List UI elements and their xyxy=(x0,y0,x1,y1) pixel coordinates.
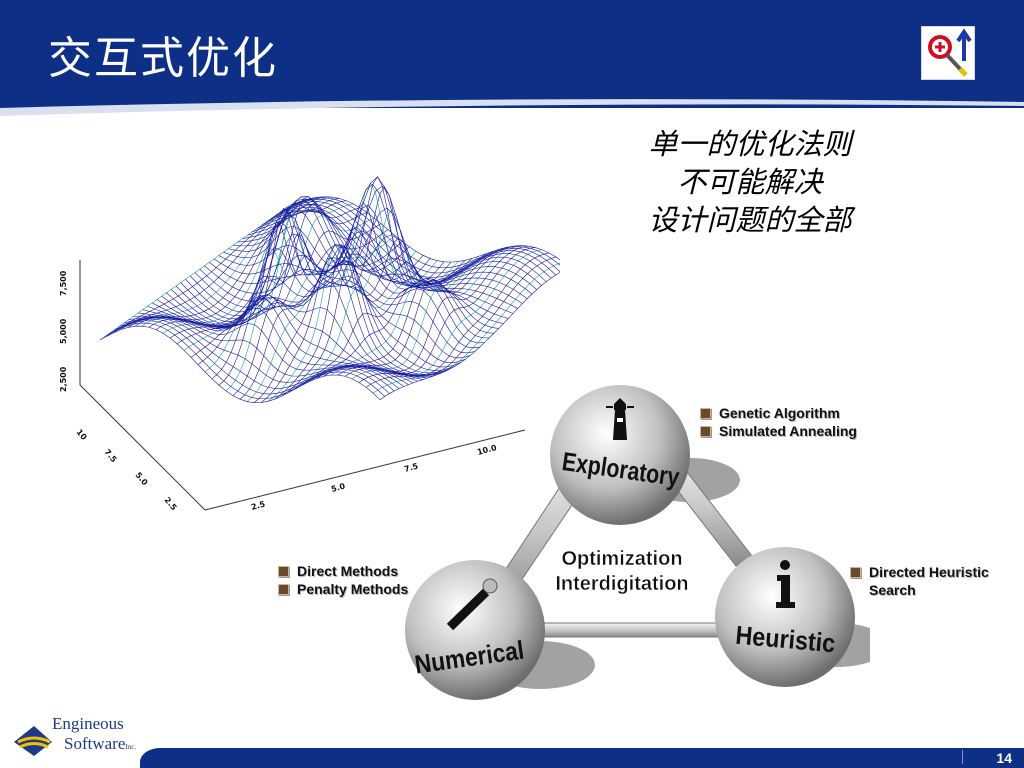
mesh-line xyxy=(156,281,438,376)
center-label-interdigitation: Interdigitation xyxy=(555,573,688,595)
header-bar xyxy=(0,0,1024,108)
y-tick-label: 5.0 xyxy=(133,471,149,488)
mesh-line xyxy=(242,198,523,304)
surface-plot: 2,500 5,000 7,500 10 7.5 5.0 2.5 2.5 5.0… xyxy=(59,176,560,513)
exploratory-methods-list: Genetic Algorithm Simulated Annealing xyxy=(700,405,857,441)
mesh-line xyxy=(180,220,461,368)
mesh-line xyxy=(194,233,476,354)
lighthouse-icon xyxy=(606,398,634,440)
mesh-line xyxy=(190,213,471,359)
mesh-line xyxy=(166,244,447,375)
mesh-line xyxy=(142,294,423,380)
mesh-line xyxy=(316,246,508,379)
list-item: Penalty Methods xyxy=(278,581,408,599)
mesh-line xyxy=(270,203,552,282)
bullet-icon xyxy=(700,426,711,437)
heuristic-methods-list: Directed Heuristic Search xyxy=(850,564,989,600)
company-suffix: Inc. xyxy=(125,743,137,751)
list-item: Simulated Annealing xyxy=(700,423,857,441)
mesh-line xyxy=(330,245,522,376)
mesh-line xyxy=(256,211,537,290)
tagline-line-3: 设计问题的全部 xyxy=(648,203,852,237)
mesh-line xyxy=(261,209,542,287)
y-tick-label: 10 xyxy=(74,428,88,443)
list-item: Directed Heuristic xyxy=(850,564,989,582)
numerical-methods-list: Direct Methods Penalty Methods xyxy=(278,563,408,599)
mesh-line xyxy=(190,221,382,358)
company-logo-icon xyxy=(14,726,52,756)
z-tick-label: 2,500 xyxy=(59,366,68,392)
mesh-line xyxy=(351,249,543,380)
mesh-line xyxy=(114,318,395,392)
x-tick-label: 7.5 xyxy=(403,461,419,473)
company-logo: Engineous SoftwareInc. xyxy=(12,712,142,766)
mesh-line xyxy=(218,183,499,329)
x-tick-label: 2.5 xyxy=(250,499,266,511)
list-item: Direct Methods xyxy=(278,563,408,581)
bullet-icon xyxy=(850,567,861,578)
mesh-line xyxy=(152,302,433,377)
tagline-line-1: 单一的优化法则 xyxy=(648,127,852,161)
list-item: Genetic Algorithm xyxy=(700,405,857,423)
mesh-line xyxy=(266,206,547,285)
exploratory-sphere xyxy=(550,385,690,525)
mesh-line xyxy=(285,197,560,269)
mesh-line xyxy=(175,247,457,371)
mesh-line xyxy=(199,254,480,349)
mesh-line xyxy=(161,257,442,376)
heuristic-sphere xyxy=(715,547,855,687)
mesh-line xyxy=(123,317,404,387)
footer-bar xyxy=(140,748,1024,768)
mesh-line xyxy=(280,199,560,274)
arrow-icon xyxy=(446,578,498,631)
bullet-icon xyxy=(278,566,289,577)
mesh-line xyxy=(171,246,452,374)
y-tick-label: 2.5 xyxy=(162,496,178,513)
mesh-line xyxy=(237,196,518,309)
connector-rod xyxy=(529,622,721,638)
bullet-icon xyxy=(700,408,711,419)
z-tick-label: 5,000 xyxy=(59,318,68,344)
footer-divider xyxy=(962,750,963,764)
mesh-line xyxy=(228,185,509,319)
mesh-line xyxy=(118,317,400,389)
mesh-line xyxy=(141,196,333,327)
company-name-line-1: Engineous xyxy=(52,714,124,733)
z-tick-label: 7,500 xyxy=(59,270,68,296)
surface-mesh xyxy=(99,176,560,404)
plot-axes xyxy=(79,260,526,511)
mesh-line xyxy=(204,253,485,344)
mesh-line xyxy=(185,208,466,364)
slide-title: 交互式优化 xyxy=(48,33,278,84)
bullet-icon xyxy=(278,584,289,595)
optimization-logo-icon[interactable] xyxy=(921,26,975,80)
x-tick-label: 5.0 xyxy=(330,481,346,493)
tagline-line-2: 不可能解决 xyxy=(677,165,823,199)
page-number: 14 xyxy=(996,750,1012,766)
list-item: Search xyxy=(869,582,916,598)
optimization-triangle: Exploratory Numerical Heuristic Optimiza… xyxy=(405,385,870,700)
mesh-line xyxy=(204,213,396,373)
company-name-line-2: SoftwareInc. xyxy=(64,734,137,753)
mesh-line xyxy=(289,196,560,263)
mesh-line xyxy=(223,176,504,324)
mesh-line xyxy=(128,316,409,385)
mesh-line xyxy=(113,200,305,333)
numerical-sphere xyxy=(405,560,545,700)
center-label-optimization: Optimization xyxy=(561,548,682,570)
info-icon xyxy=(776,560,795,608)
header-swoosh xyxy=(0,92,1024,116)
mesh-line xyxy=(99,204,291,341)
mesh-line xyxy=(232,199,514,314)
mesh-line xyxy=(109,320,390,395)
mesh-line xyxy=(99,325,381,404)
tagline: 单一的优化法则 不可能解决 设计问题的全部 xyxy=(600,125,900,239)
mesh-line xyxy=(275,201,556,278)
mesh-line xyxy=(302,250,494,386)
mesh-line xyxy=(147,297,428,379)
y-tick-label: 7.5 xyxy=(102,448,118,465)
mesh-line xyxy=(104,322,385,400)
